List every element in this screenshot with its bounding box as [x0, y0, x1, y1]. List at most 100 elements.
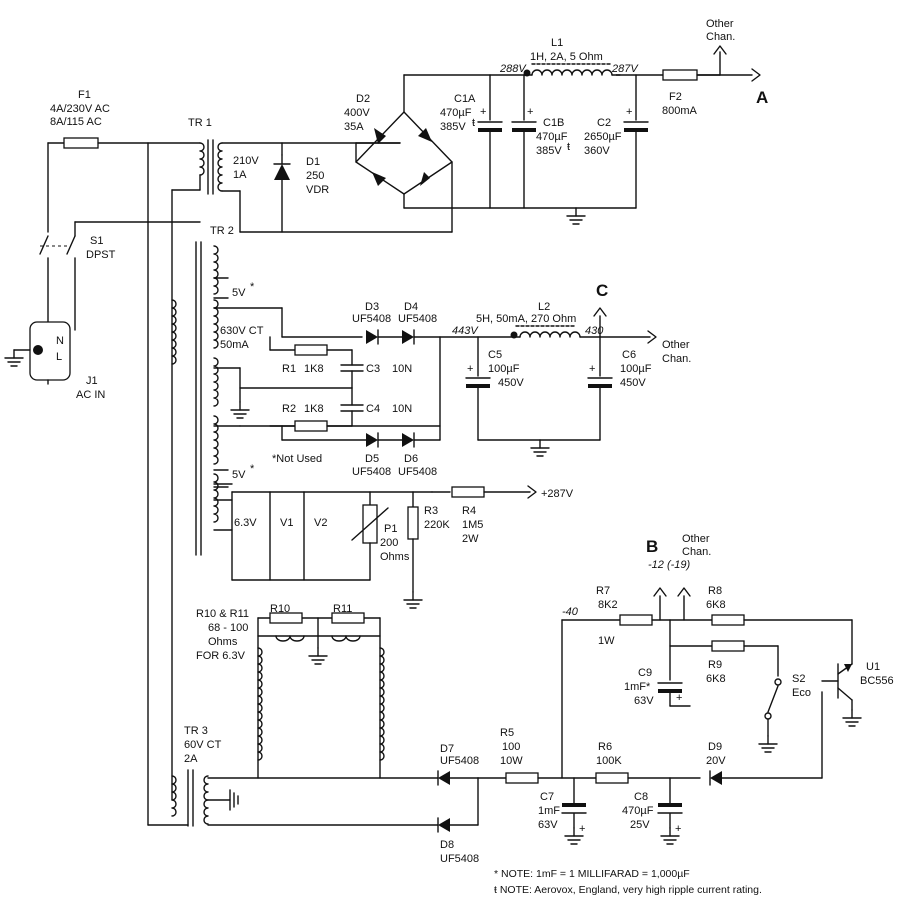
d3-value: UF5408 — [352, 313, 391, 325]
c9-ref: C9 — [638, 667, 652, 679]
r4-value: 1M5 — [462, 519, 483, 531]
c1a-volt: 385V — [440, 121, 466, 133]
other-chan-a-1: Other — [706, 18, 734, 30]
node-430: 430 — [585, 325, 604, 337]
svg-text:+: + — [527, 106, 533, 118]
fuse-f1 — [63, 137, 99, 149]
svg-text:+: + — [480, 106, 486, 118]
c7-cap: 1mF — [538, 805, 560, 817]
d6-ref: D6 — [404, 453, 418, 465]
d7-ref: D7 — [440, 743, 454, 755]
r1-value: 1K8 — [304, 363, 324, 375]
c1a-cap: 470µF — [440, 107, 472, 119]
r8-ref: R8 — [708, 585, 722, 597]
svg-text:+: + — [467, 363, 473, 375]
d9-ref: D9 — [708, 741, 722, 753]
r4-ref: R4 — [462, 505, 476, 517]
r7-ref: R7 — [596, 585, 610, 597]
f2-value: 800mA — [662, 105, 698, 117]
tr3-voltage: 60V CT — [184, 739, 222, 751]
c3-value: 10N — [392, 363, 412, 375]
labels: F1 4A/230V AC 8A/115 AC S1 DPST J1 AC IN… — [50, 18, 894, 896]
tr3-ref: TR 3 — [184, 725, 208, 737]
d8-value: UF5408 — [440, 853, 479, 865]
r5-value: 100 — [502, 741, 520, 753]
c8-volt: 25V — [630, 819, 650, 831]
transformer-tr1 — [171, 139, 223, 223]
node-minus-40: -40 — [562, 606, 579, 618]
r6-ref: R6 — [598, 741, 612, 753]
tr3-current: 2A — [184, 753, 198, 765]
d4-ref: D4 — [404, 301, 418, 313]
u1-ref: U1 — [866, 661, 880, 673]
r6-value: 100K — [596, 755, 622, 767]
d5-ref: D5 — [365, 453, 379, 465]
c1b-mark: ŧ — [567, 141, 570, 153]
choke-l1 — [523, 63, 621, 80]
r4-power: 2W — [462, 533, 479, 545]
d6-value: UF5408 — [398, 466, 437, 478]
tr2-hv-current: 50mA — [220, 339, 249, 351]
j1-label: AC IN — [76, 389, 105, 401]
other-chan-b-2: Chan. — [682, 546, 711, 558]
tr1-voltage: 210V — [233, 155, 259, 167]
node-plus-287v: +287V — [541, 488, 574, 500]
other-chan-b-1: Other — [682, 533, 710, 545]
transformer-tr2 — [171, 241, 219, 556]
svg-text:L: L — [56, 351, 62, 363]
r10-r11-note-3: Ohms — [208, 636, 238, 648]
s1-ref: S1 — [90, 235, 103, 247]
c7-volt: 63V — [538, 819, 558, 831]
d3-ref: D3 — [365, 301, 379, 313]
c5-ref: C5 — [488, 349, 502, 361]
s1-type: DPST — [86, 249, 116, 261]
tr2-5v-top-star: * — [250, 281, 255, 293]
f1-rating-1: 4A/230V AC — [50, 103, 110, 115]
r3-value: 220K — [424, 519, 450, 531]
r9-value: 6K8 — [706, 673, 726, 685]
choke-l2 — [510, 325, 581, 339]
fuse-f2 — [662, 69, 698, 81]
r10-r11-note-2: 68 - 100 — [208, 622, 248, 634]
p1-ref: P1 — [384, 523, 397, 535]
transistor-u1 — [821, 663, 862, 727]
l2-value: 5H, 50mA, 270 Ohm — [476, 313, 576, 325]
c6-ref: C6 — [622, 349, 636, 361]
node-288v: 288V — [499, 63, 527, 75]
u1-value: BC556 — [860, 675, 894, 687]
p1-unit: Ohms — [380, 551, 410, 563]
r5-ref: R5 — [500, 727, 514, 739]
c1a-mark: ŧ — [472, 117, 475, 129]
l1-ref: L1 — [551, 37, 563, 49]
l1-value: 1H, 2A, 5 Ohm — [530, 51, 603, 63]
c1b-ref: C1B — [543, 117, 564, 129]
not-used-note: *Not Used — [272, 453, 322, 465]
f1-ref: F1 — [78, 89, 91, 101]
c9-volt: 63V — [634, 695, 654, 707]
note-aerovox: ŧ NOTE: Aerovox, England, very high ripp… — [494, 884, 762, 896]
r1-ref: R1 — [282, 363, 296, 375]
svg-text:+: + — [675, 823, 681, 835]
d9-value: 20V — [706, 755, 726, 767]
c1a-ref: C1A — [454, 93, 476, 105]
output-c: C — [596, 281, 608, 300]
svg-text:N: N — [56, 335, 64, 347]
c8-ref: C8 — [634, 791, 648, 803]
tr2-5v-bottom: 5V — [232, 469, 246, 481]
tr2-ref: TR 2 — [210, 225, 234, 237]
node-443v: 443V — [452, 325, 479, 337]
vdr-d1 — [273, 154, 291, 233]
s2-label: Eco — [792, 687, 811, 699]
d8-ref: D8 — [440, 839, 454, 851]
r10-r11-note-4: FOR 6.3V — [196, 650, 246, 662]
output-b: B — [646, 537, 658, 556]
bridge-d2 — [355, 74, 453, 233]
s2-ref: S2 — [792, 673, 805, 685]
d5-value: UF5408 — [352, 466, 391, 478]
tr2-5v-bottom-star: * — [250, 463, 255, 475]
d1-ref: D1 — [306, 156, 320, 168]
c2-cap: 2650µF — [584, 131, 622, 143]
output-a: A — [756, 88, 768, 107]
c1b-volt: 385V — [536, 145, 562, 157]
